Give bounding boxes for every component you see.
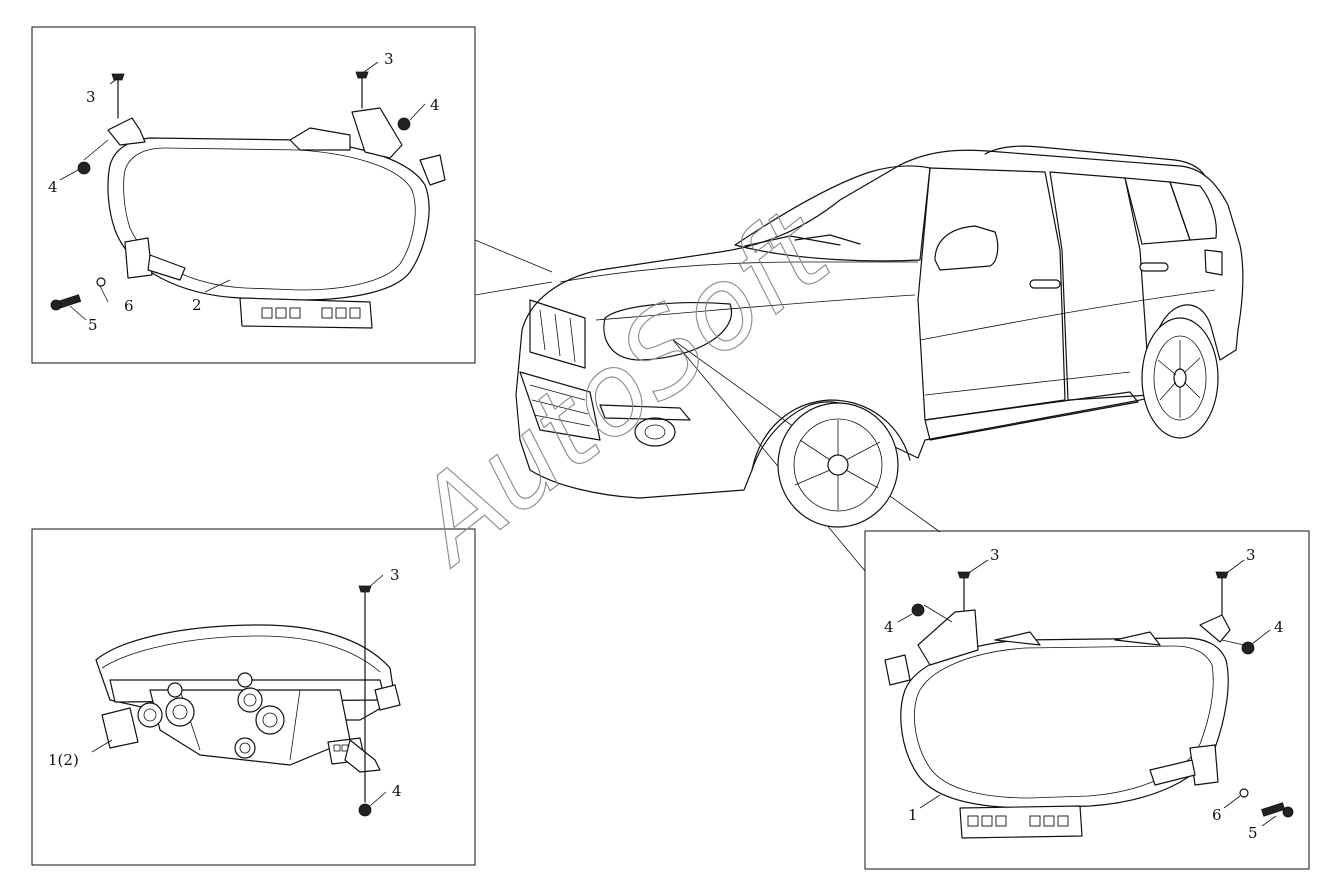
callout-bottom-left-4: 4 bbox=[392, 782, 402, 800]
callout-top-left-2: 2 bbox=[192, 296, 202, 314]
fasteners-bottom-right bbox=[911, 571, 1294, 818]
callout-top-left-3a: 3 bbox=[86, 88, 96, 106]
callout-bottom-right-3b: 3 bbox=[1246, 546, 1256, 564]
callout-top-left-5: 5 bbox=[88, 316, 98, 334]
panel-frame-bottom-right bbox=[864, 530, 1310, 870]
callout-lines-top-left bbox=[59, 61, 426, 321]
callout-lines-bottom-left bbox=[91, 574, 387, 807]
watermark-text: AutoSoft bbox=[387, 184, 856, 590]
headlamp-rear-view bbox=[95, 624, 401, 773]
callout-bottom-left-1-2: 1(2) bbox=[48, 751, 79, 769]
callout-bottom-left-3: 3 bbox=[390, 566, 400, 584]
callout-bottom-right-4b: 4 bbox=[1274, 618, 1284, 636]
callout-top-left-4b: 4 bbox=[48, 178, 58, 196]
headlamp-front-right bbox=[884, 609, 1231, 839]
callout-bottom-right-1: 1 bbox=[908, 806, 918, 824]
callout-bottom-right-5: 5 bbox=[1248, 824, 1258, 842]
callout-lines-bottom-right bbox=[897, 559, 1277, 827]
fasteners-bottom-left bbox=[358, 585, 372, 817]
callout-bottom-right-6: 6 bbox=[1212, 806, 1222, 824]
panel-frame-top-left bbox=[31, 26, 476, 364]
fasteners-top-left bbox=[50, 71, 411, 311]
callout-top-left-3b: 3 bbox=[384, 50, 394, 68]
callout-bottom-right-3a: 3 bbox=[990, 546, 1000, 564]
callout-top-left-6: 6 bbox=[124, 297, 134, 315]
vehicle-outline bbox=[515, 145, 1244, 528]
headlamp-front-left bbox=[107, 107, 446, 329]
panel-frame-bottom-left bbox=[31, 528, 476, 866]
callout-bottom-right-4a: 4 bbox=[884, 618, 894, 636]
callout-top-left-4a: 4 bbox=[430, 96, 440, 114]
